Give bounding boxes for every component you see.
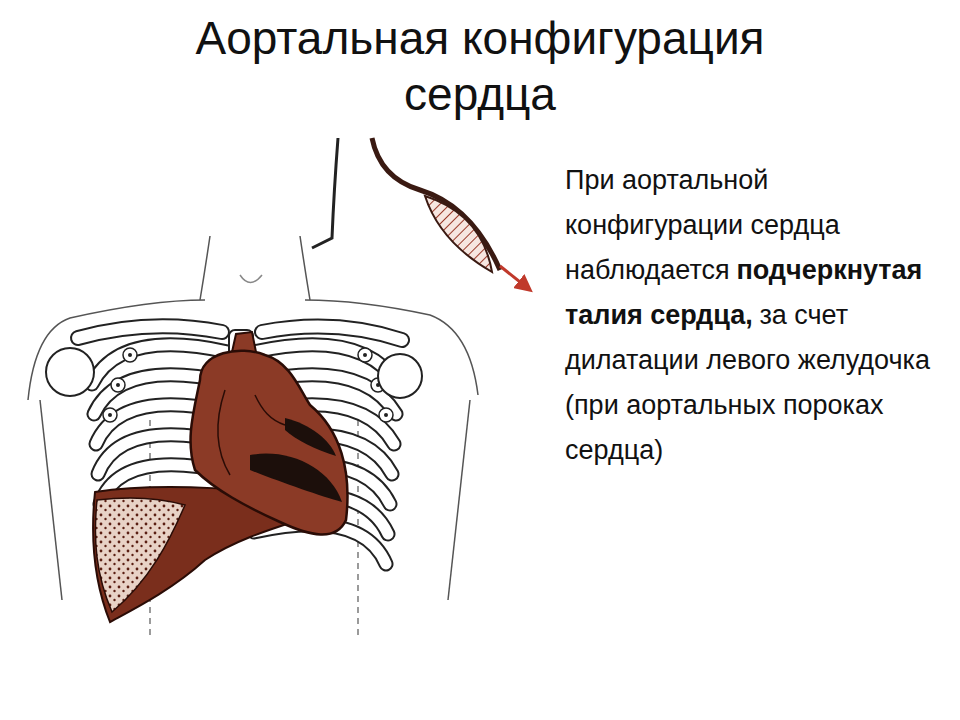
rib-marker bbox=[116, 383, 120, 387]
rib-marker bbox=[111, 378, 125, 392]
rib-marker bbox=[128, 353, 132, 357]
rib-marker bbox=[379, 408, 393, 422]
rib-marker bbox=[103, 408, 117, 422]
slide-title: Аортальная конфигурация сердца bbox=[140, 10, 820, 122]
rib-marker bbox=[384, 413, 388, 417]
rib-marker bbox=[123, 348, 137, 362]
rib-marker bbox=[358, 348, 372, 362]
rib-marker bbox=[123, 348, 137, 362]
rib-marker bbox=[358, 348, 372, 362]
rib-marker bbox=[108, 413, 112, 417]
rib-marker bbox=[379, 408, 393, 422]
heart-contour-inset bbox=[312, 138, 530, 290]
heart bbox=[191, 332, 348, 535]
rib-marker bbox=[111, 378, 125, 392]
description-text: При аортальной конфигурации сердца наблю… bbox=[565, 158, 935, 473]
rib-marker bbox=[103, 408, 117, 422]
rib-marker bbox=[363, 353, 367, 357]
